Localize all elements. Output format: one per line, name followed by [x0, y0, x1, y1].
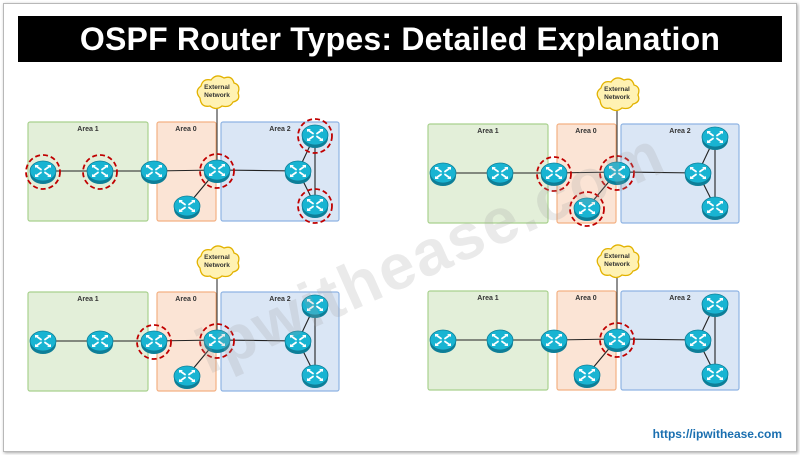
area-2-label: Area 2	[269, 296, 291, 303]
router-icon	[429, 162, 457, 186]
router-icon	[486, 162, 514, 186]
highlight-ring	[199, 153, 235, 189]
highlight-ring	[199, 323, 235, 359]
highlight-ring	[599, 155, 635, 191]
highlight-ring	[536, 156, 572, 192]
router-icon	[29, 160, 57, 184]
area-1-label: Area 1	[477, 295, 499, 302]
router-icon	[540, 329, 568, 353]
router-icon	[540, 162, 568, 186]
router-icon	[173, 195, 201, 219]
router-link	[616, 171, 699, 174]
router-icon	[701, 293, 729, 317]
router-icon	[684, 162, 712, 186]
area-1-label: Area 1	[77, 296, 99, 303]
router-link	[616, 338, 699, 341]
router-icon	[203, 159, 231, 183]
router-icon	[86, 330, 114, 354]
router-icon	[173, 365, 201, 389]
external-network-label-2: Network	[204, 92, 230, 99]
external-network-label-1: External	[604, 86, 630, 93]
highlight-ring	[82, 154, 118, 190]
area-1-label: Area 1	[77, 126, 99, 133]
router-icon	[140, 330, 168, 354]
highlight-ring	[136, 324, 172, 360]
router-icon	[140, 160, 168, 184]
router-icon	[284, 330, 312, 354]
router-icon	[486, 329, 514, 353]
highlight-ring	[569, 191, 605, 227]
highlight-ring	[297, 118, 333, 154]
area-2-label: Area 2	[669, 128, 691, 135]
router-icon	[29, 330, 57, 354]
router-icon	[284, 160, 312, 184]
router-icon	[301, 124, 329, 148]
router-icon	[573, 364, 601, 388]
area-0-label: Area 0	[175, 296, 197, 303]
highlight-ring	[599, 322, 635, 358]
page-title: OSPF Router Types: Detailed Explanation	[18, 16, 782, 62]
external-network-cloud	[196, 245, 240, 280]
area-0-label: Area 0	[575, 128, 597, 135]
router-icon	[701, 196, 729, 220]
external-network-cloud	[596, 244, 640, 279]
router-link	[216, 169, 299, 172]
site-url: https://ipwithease.com	[652, 427, 782, 441]
router-icon	[701, 126, 729, 150]
external-network-label-1: External	[204, 254, 230, 261]
external-network-cloud	[596, 77, 640, 112]
external-network-label-2: Network	[604, 94, 630, 101]
router-icon	[301, 364, 329, 388]
router-icon	[684, 329, 712, 353]
area-0-label: Area 0	[175, 126, 197, 133]
router-icon	[301, 194, 329, 218]
router-icon	[603, 328, 631, 352]
router-icon	[573, 197, 601, 221]
highlight-ring	[25, 154, 61, 190]
router-icon	[86, 160, 114, 184]
area-2-label: Area 2	[669, 295, 691, 302]
external-network-cloud	[196, 75, 240, 110]
external-network-label-2: Network	[204, 262, 230, 269]
router-icon	[429, 329, 457, 353]
area-1-label: Area 1	[477, 128, 499, 135]
router-icon	[301, 294, 329, 318]
external-network-label-1: External	[604, 253, 630, 260]
external-network-label-2: Network	[604, 261, 630, 268]
external-network-label-1: External	[204, 84, 230, 91]
area-0-label: Area 0	[575, 295, 597, 302]
router-icon	[203, 329, 231, 353]
highlight-ring	[297, 188, 333, 224]
router-icon	[603, 161, 631, 185]
area-2-label: Area 2	[269, 126, 291, 133]
router-link	[216, 339, 299, 342]
router-icon	[701, 363, 729, 387]
